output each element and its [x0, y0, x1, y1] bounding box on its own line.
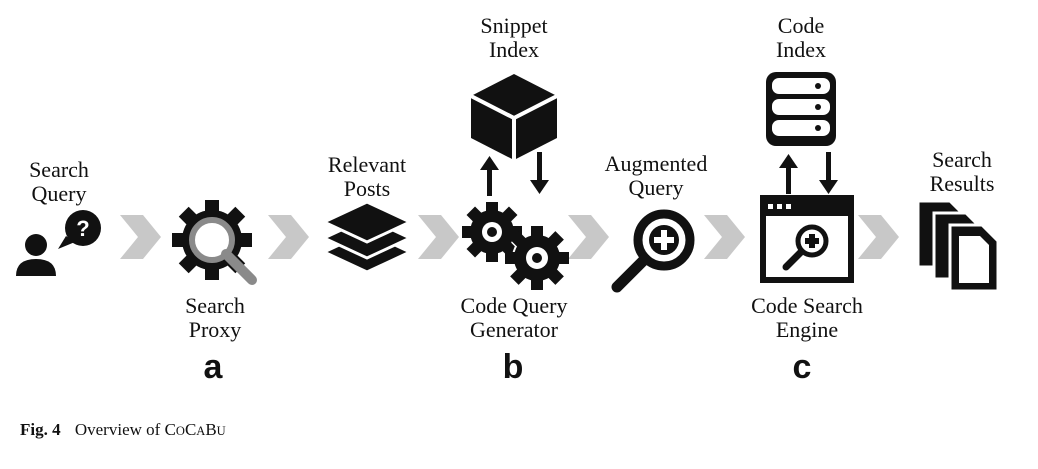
label-search-query: Search Query	[14, 158, 104, 206]
flow-arrow	[418, 215, 459, 259]
label-line: Snippet	[480, 13, 548, 38]
tool-name-letter: U	[216, 424, 226, 438]
stage-letter-b: b	[502, 348, 524, 386]
tool-name-letter: B	[205, 420, 217, 439]
figure-caption: Fig. 4 Overview of COCABU	[20, 420, 226, 440]
flow-arrow	[120, 215, 161, 259]
figure-number: Fig. 4	[20, 420, 61, 439]
label-line: Code Search	[751, 293, 863, 318]
cube-icon	[470, 74, 558, 160]
label-line: Generator	[470, 317, 558, 342]
label-line: Index	[488, 37, 540, 62]
label-code-query-generator: Code Query Generator	[444, 294, 584, 342]
gears-icon	[462, 202, 569, 290]
label-line: Results	[929, 171, 995, 196]
label-line: Engine	[775, 317, 839, 342]
stage-letter-a: a	[203, 348, 223, 386]
database-icon	[766, 72, 836, 146]
flow-arrow	[268, 215, 309, 259]
label-line: Code	[777, 13, 825, 38]
magnifier-plus-icon	[611, 209, 695, 293]
flow-arrow	[858, 215, 899, 259]
tool-name-letter: C	[184, 420, 197, 439]
label-relevant-posts: Relevant Posts	[312, 153, 422, 201]
layers-icon	[320, 200, 414, 274]
label-line: Augmented	[604, 151, 708, 176]
label-line: Posts	[343, 176, 391, 201]
stage-letter-c: c	[792, 348, 812, 386]
label-augmented-query: Augmented Query	[596, 152, 716, 200]
label-line: Code Query	[460, 293, 568, 318]
caption-tool-name: COCABU	[165, 420, 226, 439]
label-code-search-engine: Code Search Engine	[732, 294, 882, 342]
flow-arrow	[704, 215, 745, 259]
flow-arrows	[120, 215, 899, 259]
label-line: Search	[932, 147, 992, 172]
tool-name-letter: C	[164, 420, 176, 439]
flow-arrow	[568, 215, 609, 259]
tool-name-letter: O	[175, 424, 185, 438]
label-line: Search	[29, 157, 89, 182]
label-line: Index	[775, 37, 827, 62]
tool-name-letter: A	[196, 424, 206, 438]
gear-magnifier-icon	[172, 200, 257, 285]
snippet-index-io-arrows	[480, 152, 549, 196]
label-search-results: Search Results	[912, 148, 1012, 196]
label-snippet-index: Snippet Index	[464, 14, 564, 62]
caption-text: Overview of	[74, 420, 161, 439]
label-line: Proxy	[188, 317, 242, 342]
documents-icon	[916, 199, 1000, 293]
browser-search-icon	[760, 195, 854, 283]
svg-text:?: ?	[76, 216, 89, 241]
code-index-io-arrows	[779, 152, 838, 194]
label-search-proxy: Search Proxy	[170, 294, 260, 342]
label-line: Query	[628, 175, 684, 200]
label-line: Relevant	[327, 152, 407, 177]
label-line: Query	[31, 181, 87, 206]
user-question-icon: ?	[16, 210, 101, 276]
label-line: Search	[185, 293, 245, 318]
label-code-index: Code Index	[761, 14, 841, 62]
